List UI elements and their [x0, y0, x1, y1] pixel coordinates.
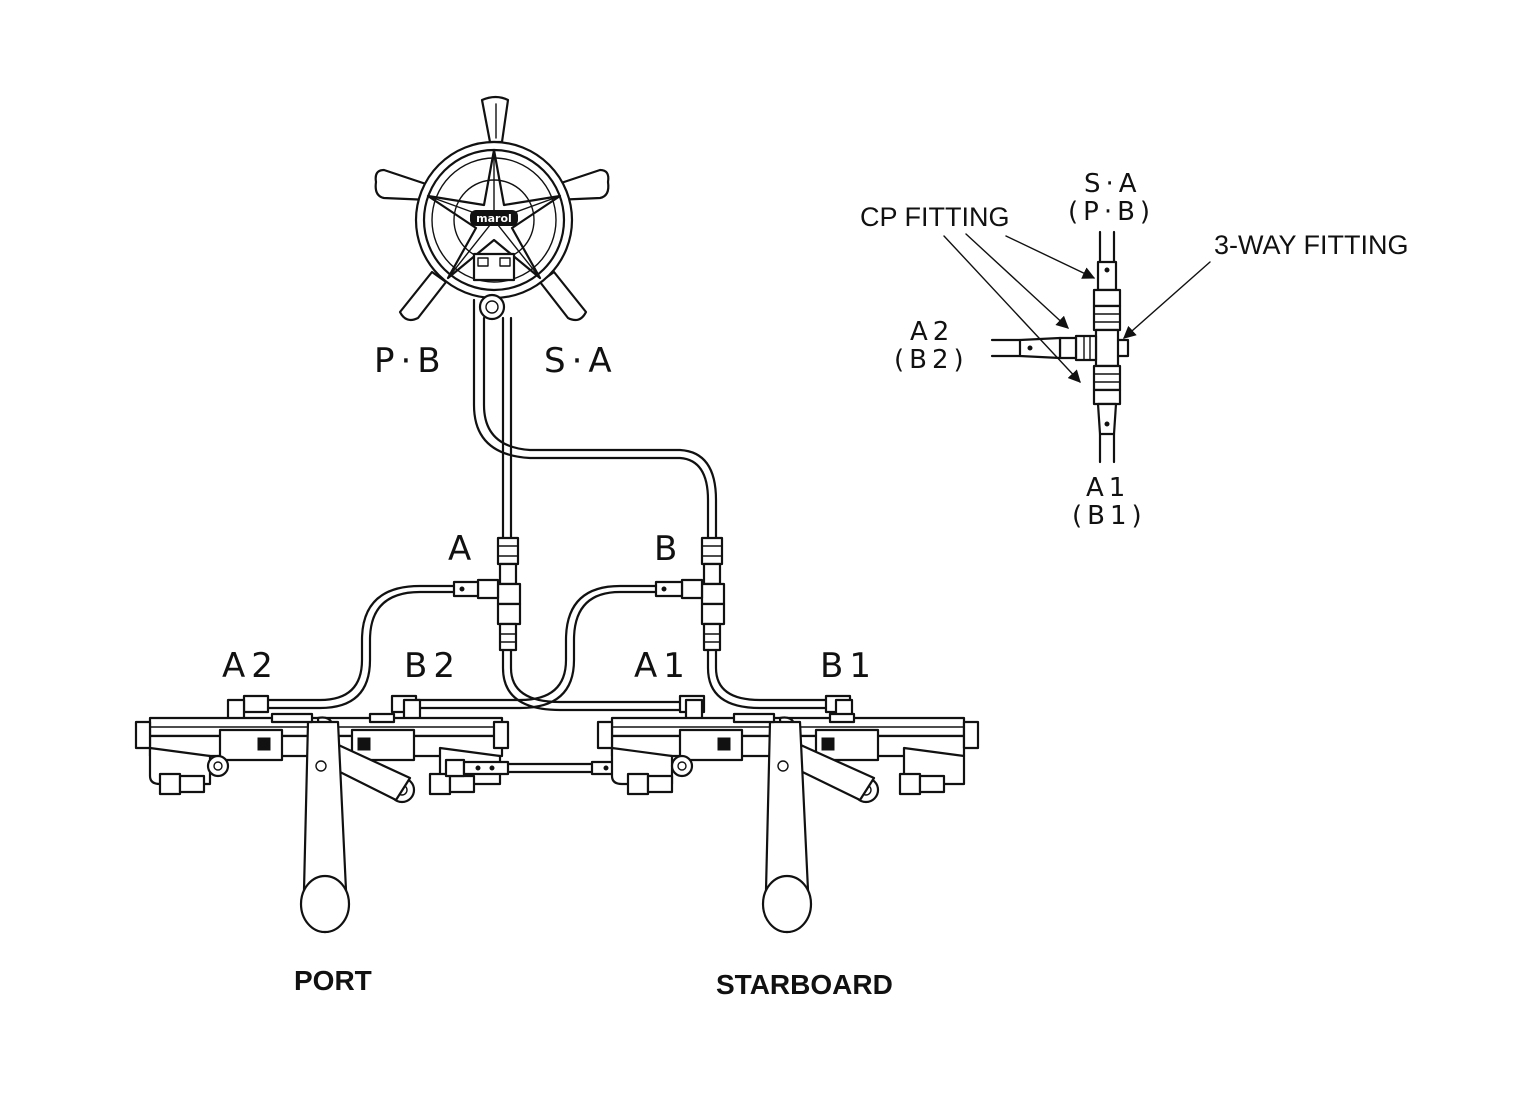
helm-stbd-label: S·A	[544, 341, 618, 381]
arrow-cp-fitting-top	[1005, 235, 1096, 279]
stbd-b1-label: B1	[820, 646, 877, 686]
tee-a-label: A	[448, 529, 477, 569]
stbd-a1-label: A1	[634, 646, 691, 686]
starboard-label: STARBOARD	[716, 969, 893, 1000]
three-way-fitting-label: 3-WAY FITTING	[1214, 230, 1409, 260]
helm-spoke-lower-left	[398, 270, 448, 322]
arrow-3-way-fitting	[1123, 261, 1211, 339]
callout-arrows	[943, 233, 1211, 383]
cp-fitting-label: CP FITTING	[860, 202, 1010, 232]
port-b2-label: B2	[404, 646, 461, 686]
hydraulic-hoses-distribution	[266, 584, 828, 712]
tee-fitting-a	[452, 536, 522, 652]
detail-top-label-1: S·A	[1084, 169, 1142, 199]
detail-left-label-2: (B2)	[894, 345, 969, 375]
fitting-detail-view	[990, 230, 1130, 464]
detail-bottom-label-2: (B1)	[1072, 501, 1147, 531]
helm-spoke-lower-right	[538, 270, 588, 322]
helm-logo-plate	[470, 210, 518, 226]
helm-port-label: P·B	[374, 341, 447, 381]
tee-b-label: B	[654, 529, 683, 569]
arrow-cp-fitting-left	[965, 233, 1069, 329]
tee-fitting-b	[654, 536, 726, 652]
port-cylinder-assembly	[134, 694, 510, 934]
helm-wheel: marol	[374, 95, 610, 322]
starboard-cylinder-assembly	[596, 694, 980, 934]
detail-left-label-1: A2	[910, 317, 954, 347]
detail-bottom-label-1: A1	[1086, 473, 1130, 503]
arrow-cp-fitting-bottom	[943, 235, 1081, 383]
helm-logo-text: marol	[476, 212, 512, 225]
port-a2-label: A2	[222, 646, 279, 686]
port-label: PORT	[294, 965, 372, 996]
hydraulic-hose-helm	[472, 298, 718, 542]
helm-spoke-top	[480, 95, 510, 144]
detail-top-label-2: (P·B)	[1068, 197, 1155, 227]
